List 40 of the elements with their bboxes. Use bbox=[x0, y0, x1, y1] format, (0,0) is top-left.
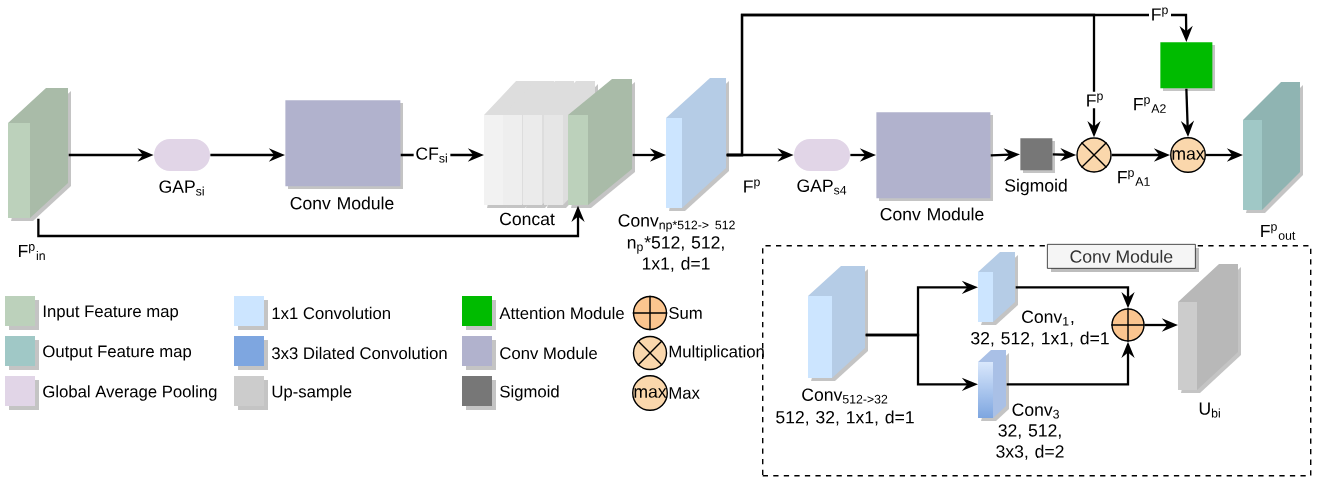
legend-text: Max bbox=[669, 387, 700, 399]
legend-text: Multiplication bbox=[669, 345, 764, 361]
legend-text: 3x3 Dilated Convolution bbox=[272, 346, 447, 360]
legend-text: Sum bbox=[669, 307, 702, 319]
legend-text: Sigmoid bbox=[500, 385, 559, 401]
legend-text: Global Average Pooling bbox=[43, 385, 217, 401]
node-label: Sigmoid bbox=[1005, 178, 1067, 196]
node-label: Concat bbox=[500, 212, 555, 226]
multiply-circle bbox=[1076, 137, 1112, 173]
node-label: Conv Module bbox=[290, 196, 394, 210]
legend-text: Up-sample bbox=[272, 385, 352, 401]
node-label: Conv Module bbox=[880, 207, 984, 221]
node-label: F$^{p}$in bbox=[19, 244, 45, 260]
node-label: GAP$_{s4}$ bbox=[797, 179, 847, 195]
node-label: U$_{bi}$ bbox=[1199, 402, 1220, 418]
node-label: GAP$_{si}$ bbox=[159, 180, 204, 196]
legend-text: 1x1 Convolution bbox=[272, 306, 390, 320]
edge-label: F$^{p}$A1 bbox=[1118, 170, 1150, 186]
arrow bbox=[726, 13, 1193, 157]
legend-text: Input Feature map bbox=[43, 305, 179, 321]
edge-label: CF$_{si}$ bbox=[413, 145, 451, 165]
node-label: Conv$_{np*512-> 512}$ bbox=[618, 214, 735, 232]
node-label: 32, 512, 1x1, d=1 bbox=[971, 331, 1109, 347]
edge-label: F$^{p}$ bbox=[744, 179, 760, 193]
edge-label: F$^{p}$A2 bbox=[1134, 97, 1166, 113]
node-label: Conv$_{1}$, bbox=[1022, 310, 1074, 326]
attention-box bbox=[1160, 42, 1215, 91]
sum-circle bbox=[1110, 307, 1146, 343]
edge-label: F$^{p}$ bbox=[1084, 91, 1106, 109]
legend-text: Output Feature map bbox=[43, 345, 192, 361]
node-label: F$^{p}$out bbox=[1261, 224, 1296, 240]
legend-text: Attention Module bbox=[499, 306, 624, 320]
edge-label: F$^{p}$ bbox=[1149, 5, 1171, 23]
node-label: Conv$_{512->32}$ bbox=[802, 388, 888, 404]
node-label: 512, 32, 1x1, d=1 bbox=[776, 410, 914, 426]
legend-text: Conv Module bbox=[500, 346, 597, 360]
title-tab: Conv Module bbox=[1047, 244, 1199, 272]
node-label: Conv$_{3}$ bbox=[1012, 403, 1059, 419]
node-label: 32, 512, 3x3, d=2 bbox=[996, 424, 1064, 460]
node-label: n$_{p}$*512, 512, 1x1, d=1 bbox=[627, 236, 724, 272]
